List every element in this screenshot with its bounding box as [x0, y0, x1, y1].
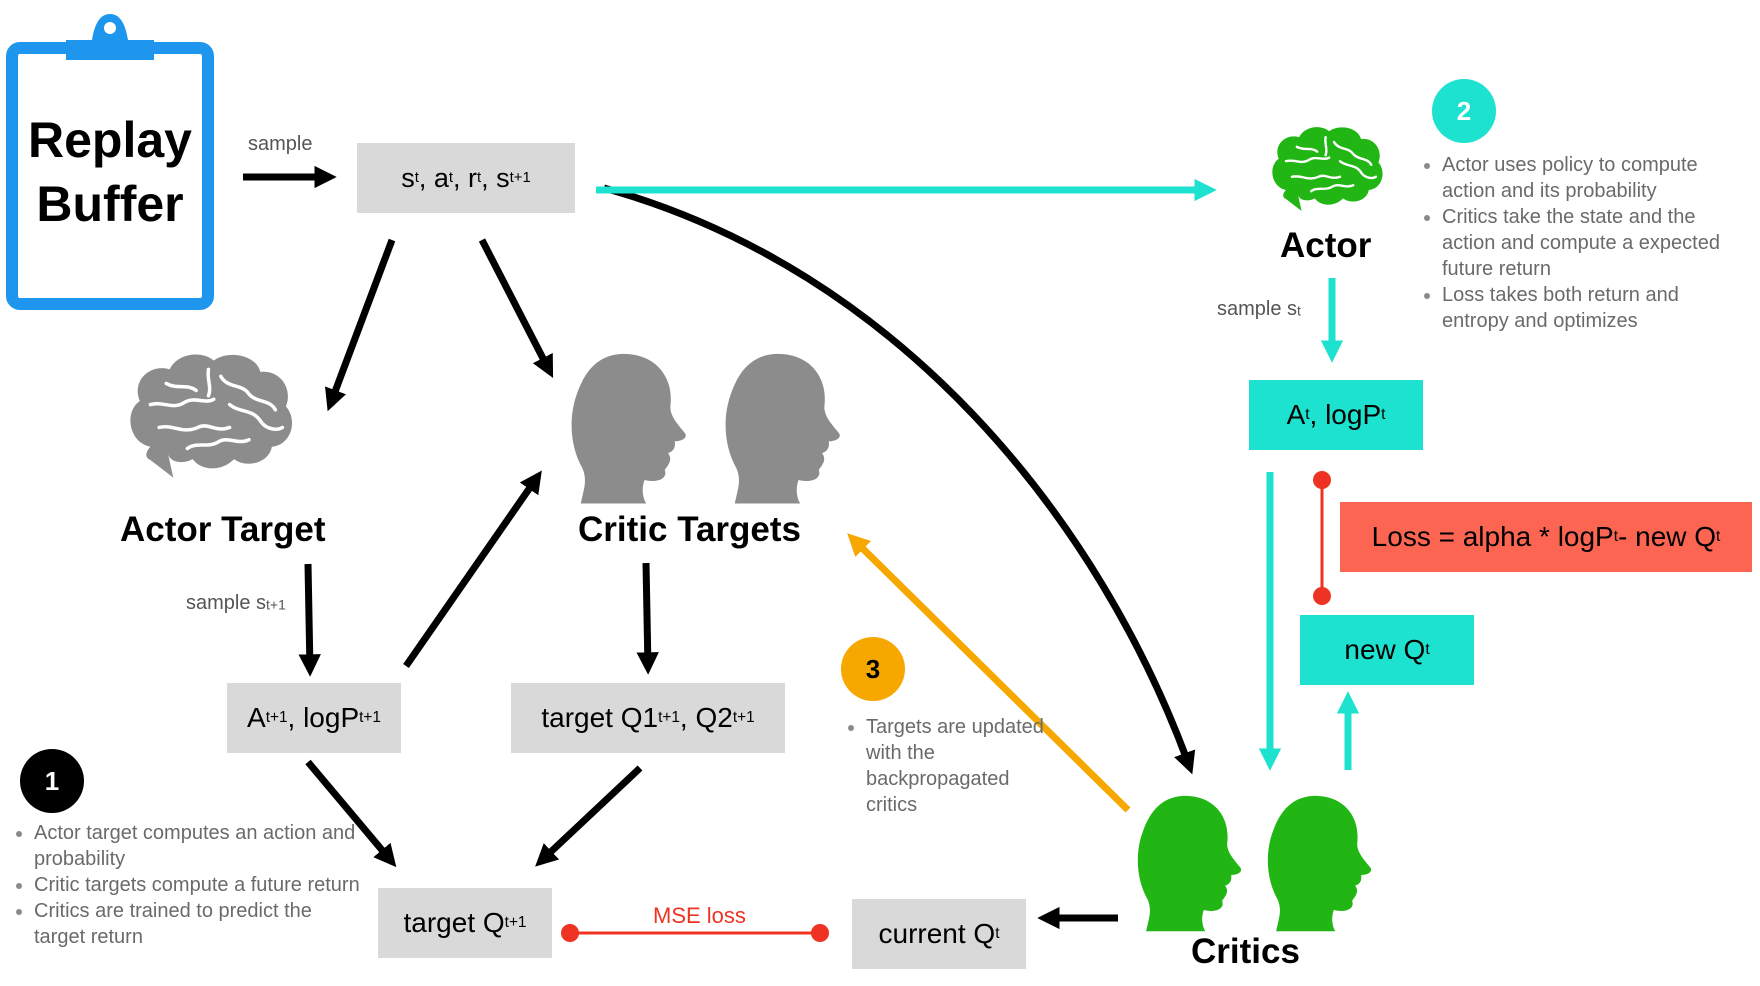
- critic-head-1-icon: [1137, 795, 1242, 932]
- sample-st1-label: sample st+1: [186, 592, 286, 615]
- sample-label: sample: [248, 133, 313, 155]
- loss-main-sub: t: [1613, 528, 1619, 545]
- replay-buffer-label: Replay Buffer: [18, 108, 202, 236]
- step-1-note-3: Critics are trained to predict the targe…: [34, 898, 364, 950]
- arrow-transition-to-critics: [603, 184, 1196, 775]
- loss-rest: - new Q: [1618, 521, 1717, 552]
- actor-out-a: A: [1286, 399, 1306, 430]
- replay-buffer-line2: Buffer: [36, 176, 184, 232]
- arrow-critics-to-critic-targets: [847, 533, 1131, 813]
- actor-target-title: Actor Target: [120, 510, 326, 549]
- transition-s2: , s: [481, 162, 510, 193]
- sample-st-sub: t: [1297, 302, 1301, 319]
- critic-targets-out-rest-sub: t+1: [732, 709, 755, 726]
- step-1-badge: 1: [20, 749, 84, 813]
- new-q-sub: t: [1425, 641, 1430, 658]
- step-1-notes: Actor target computes an action and prob…: [12, 820, 364, 950]
- current-q-sub: t: [995, 925, 1000, 942]
- step-3-notes: Targets are updated with the backpropaga…: [844, 714, 1066, 818]
- sample-st1-prefix: sample s: [186, 592, 267, 614]
- sample-st-prefix: sample s: [1217, 298, 1298, 320]
- new-q-main: new Q: [1344, 634, 1426, 665]
- actor-out-a-sub: t: [1305, 406, 1310, 423]
- target-q-sub: t+1: [504, 914, 527, 931]
- loss-main: Loss = alpha * logP: [1371, 521, 1614, 552]
- step-2-note-2: Critics take the state and the action an…: [1442, 204, 1742, 282]
- transition-a-sub: t: [448, 170, 454, 186]
- actor-out-rest: , logP: [1309, 399, 1382, 430]
- sample-st1-sub: t+1: [266, 596, 286, 613]
- arrow-transition-to-actor-target: [325, 238, 396, 412]
- step-3-badge: 3: [841, 637, 905, 701]
- step-2-badge: 2: [1432, 79, 1496, 143]
- arrow-critic-targets-to-output: [636, 562, 659, 675]
- critics-title: Critics: [1191, 932, 1300, 971]
- actor-target-out-rest-sub: t+1: [359, 709, 381, 726]
- clipboard-icon: [6, 14, 214, 310]
- replay-buffer-line1: Replay: [28, 112, 192, 168]
- critic-target-head-2-icon: [725, 353, 840, 504]
- critic-targets-out-main: target Q1: [541, 702, 659, 733]
- transition-s: s: [401, 162, 415, 193]
- actor-target-out-a: A: [247, 702, 266, 733]
- loss-connector: [1313, 471, 1331, 605]
- arrow-actor-target-output-to-target-q: [305, 759, 397, 868]
- arrow-critic-targets-output-to-target-q: [535, 765, 643, 867]
- actor-target-out-a-sub: t+1: [265, 709, 288, 726]
- critic-head-2-icon: [1267, 795, 1372, 932]
- arrow-actor-target-output-to-critic-targets: [403, 470, 542, 668]
- mse-loss-label: MSE loss: [653, 903, 746, 928]
- actor-brain-icon: [1271, 125, 1384, 213]
- transition-r: , r: [453, 162, 478, 193]
- step-2-notes: Actor uses policy to compute action and …: [1420, 152, 1742, 334]
- actor-target-brain-icon: [128, 352, 294, 480]
- target-q-main: target Q: [403, 907, 505, 938]
- mse-loss-connector: [561, 924, 829, 942]
- transition-s-sub: t: [414, 170, 419, 186]
- arrow-transition-to-critic-targets: [478, 238, 554, 378]
- critic-targets-out-main-sub: t+1: [658, 709, 680, 726]
- actor-title: Actor: [1280, 226, 1372, 265]
- loss-rest-sub: t: [1716, 528, 1721, 545]
- transition-a: , a: [418, 162, 449, 193]
- transition-s2-sub: t+1: [509, 170, 531, 186]
- arrow-actor-target-to-output: [298, 563, 321, 677]
- step-2-note-3: Loss takes both return and entropy and o…: [1442, 282, 1742, 334]
- critic-targets-title: Critic Targets: [578, 510, 802, 549]
- critic-targets-out-rest: , Q2: [679, 702, 733, 733]
- transition-r-sub: t: [477, 170, 482, 186]
- black-arrows: [243, 165, 1196, 930]
- cyan-arrows: [596, 178, 1360, 771]
- step-1-note-1: Actor target computes an action and prob…: [34, 820, 364, 872]
- step-3-note-1: Targets are updated with the backpropaga…: [866, 714, 1066, 818]
- step-2-note-1: Actor uses policy to compute action and …: [1442, 152, 1742, 204]
- actor-out-rest-sub: t: [1381, 406, 1386, 423]
- critic-target-head-1-icon: [571, 353, 686, 504]
- sample-st-label: sample st: [1217, 298, 1301, 321]
- current-q-main: current Q: [878, 918, 996, 949]
- step-1-note-2: Critic targets compute a future return: [34, 872, 364, 898]
- actor-target-out-rest: , logP: [287, 702, 360, 733]
